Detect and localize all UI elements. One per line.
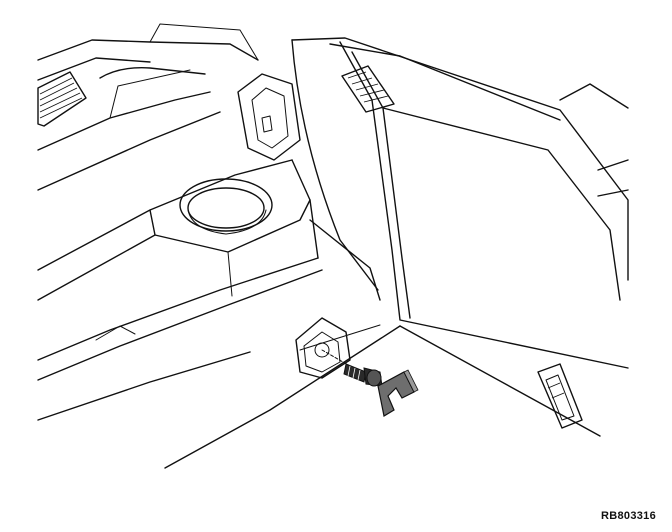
center-console (37, 159, 323, 421)
cup-holder-icon (179, 178, 273, 235)
rear-trim-panel (37, 23, 259, 191)
retaining-bracket-icon (377, 369, 419, 417)
seat-latch-release-icon (341, 65, 395, 113)
bolt-icon (321, 349, 383, 387)
air-vent-icon (37, 71, 87, 127)
rear-floor-latch (537, 363, 583, 429)
upper-handle-pocket (237, 73, 301, 161)
figure-reference-code: RB803316 (601, 510, 656, 522)
cargo-floor (164, 324, 601, 469)
rear-seat-back (291, 37, 629, 369)
floor-latch-bracket (295, 317, 351, 379)
